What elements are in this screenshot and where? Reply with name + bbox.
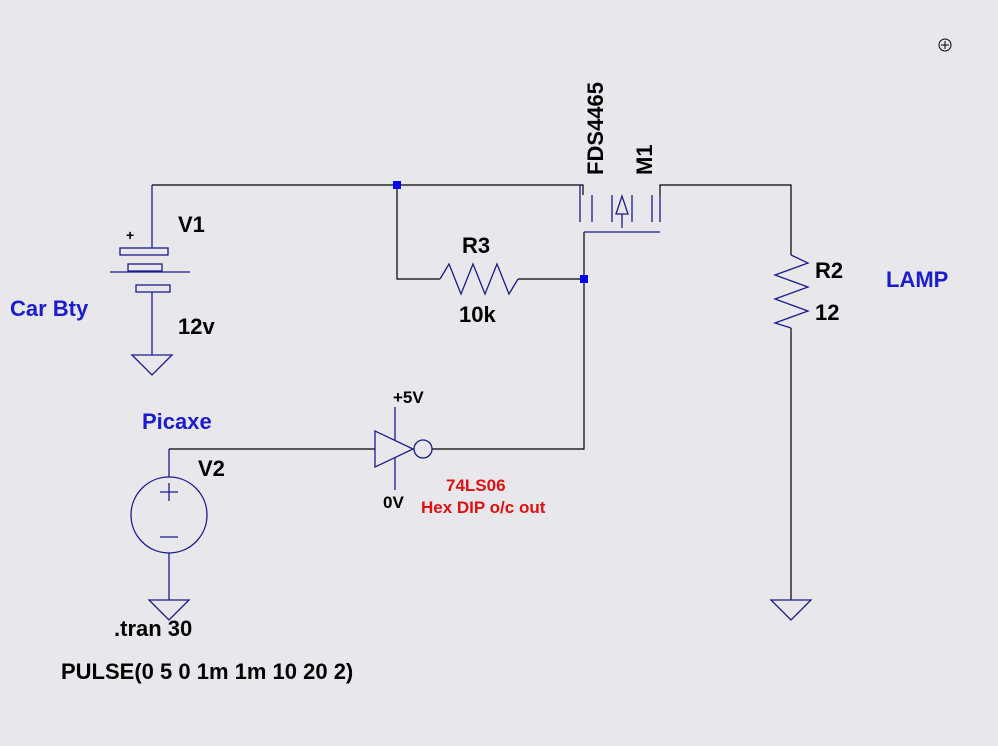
pulse-directive[interactable]: PULSE(0 5 0 1m 1m 10 20 2) bbox=[61, 659, 353, 684]
resistor-r2[interactable] bbox=[772, 254, 810, 329]
u1-desc-comment: Hex DIP o/c out bbox=[421, 498, 546, 517]
v1-value-label[interactable]: 12v bbox=[178, 314, 215, 339]
r3-value-label[interactable]: 10k bbox=[459, 302, 496, 327]
m1-ref-label[interactable]: M1 bbox=[632, 144, 657, 175]
wires bbox=[152, 184, 792, 600]
ground-symbol-v2 bbox=[147, 599, 191, 621]
wire-gate-node[interactable] bbox=[432, 232, 585, 450]
battery-v1[interactable]: + bbox=[110, 185, 190, 355]
mosfet-m1[interactable] bbox=[579, 185, 661, 233]
r2-value-label[interactable]: 12 bbox=[815, 300, 839, 325]
u1-supply-neg-label: 0V bbox=[383, 493, 404, 512]
voltage-source-v2[interactable] bbox=[130, 449, 208, 600]
resistor-r3[interactable] bbox=[439, 262, 519, 296]
wire-top-rail[interactable] bbox=[152, 184, 584, 195]
v2-ref-label[interactable]: V2 bbox=[198, 456, 225, 481]
m1-model-label[interactable]: FDS4465 bbox=[583, 82, 608, 175]
v1-plus-sign: + bbox=[126, 227, 134, 243]
wire-r3-left[interactable] bbox=[396, 185, 440, 280]
v1-ref-label[interactable]: V1 bbox=[178, 212, 205, 237]
picaxe-comment-label: Picaxe bbox=[142, 409, 212, 434]
junction-top-rail bbox=[393, 181, 401, 189]
lamp-comment-label: LAMP bbox=[886, 267, 948, 292]
cursor-glyph-icon bbox=[938, 38, 952, 52]
tran-directive[interactable]: .tran 30 bbox=[114, 616, 192, 641]
junction-gate-node bbox=[580, 275, 588, 283]
r3-ref-label[interactable]: R3 bbox=[462, 233, 490, 258]
u1-part-comment: 74LS06 bbox=[446, 476, 506, 495]
ground-symbol-v1 bbox=[130, 354, 174, 376]
inverter-u1[interactable] bbox=[374, 407, 433, 490]
wire-drain-to-lamp[interactable] bbox=[659, 184, 792, 255]
u1-supply-pos-label: +5V bbox=[393, 388, 424, 407]
ground-symbol-r2 bbox=[769, 599, 813, 621]
r2-ref-label[interactable]: R2 bbox=[815, 258, 843, 283]
v1-comment-label: Car Bty bbox=[10, 296, 89, 321]
